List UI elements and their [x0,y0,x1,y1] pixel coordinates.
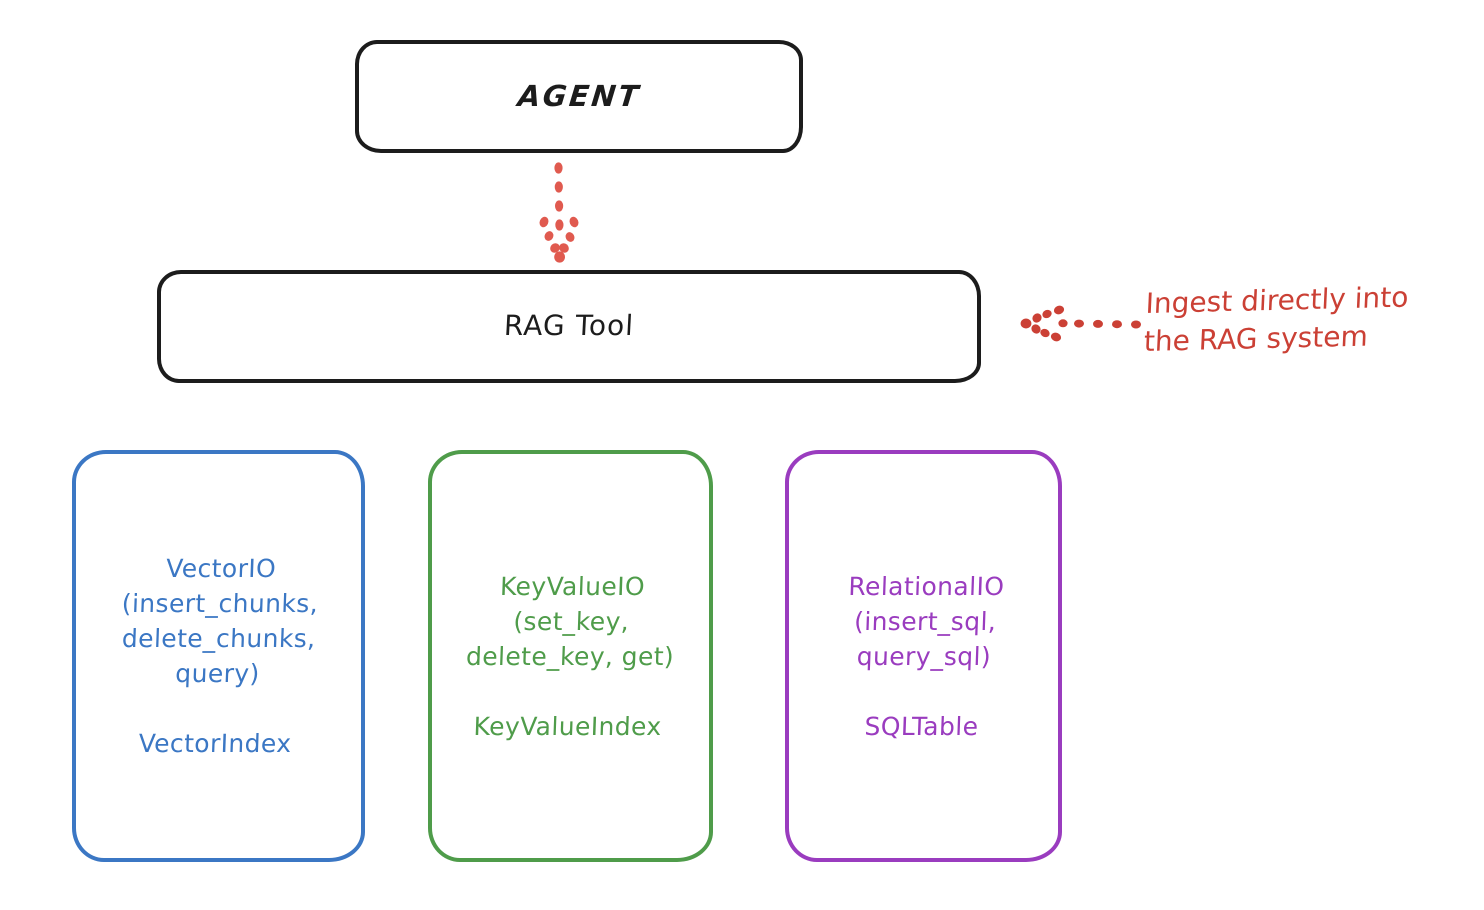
node-vector-io[interactable]: VectorIO (insert_chunks, delete_chunks, … [72,450,365,862]
connector-ingest-to-rag-tool [1020,305,1141,342]
node-vector-io-label: VectorIO (insert_chunks, delete_chunks, … [121,554,319,758]
node-agent[interactable]: AGENT [355,40,803,153]
node-key-value-io-label: KeyValueIO (set_key, delete_key, get) Ke… [465,571,676,741]
node-key-value-io[interactable]: KeyValueIO (set_key, delete_key, get) Ke… [428,450,713,862]
node-rag-tool-label: RAG Tool [503,309,635,343]
connector-agent-to-rag-tool [539,162,579,263]
node-rag-tool[interactable]: RAG Tool [157,270,981,383]
node-agent-label: AGENT [515,79,643,114]
node-relational-io-label: RelationalIO (insert_sql, query_sql) SQL… [847,571,1005,741]
annotation-ingest-note: Ingest directly into the RAG system [1143,280,1410,358]
node-relational-io[interactable]: RelationalIO (insert_sql, query_sql) SQL… [785,450,1062,862]
